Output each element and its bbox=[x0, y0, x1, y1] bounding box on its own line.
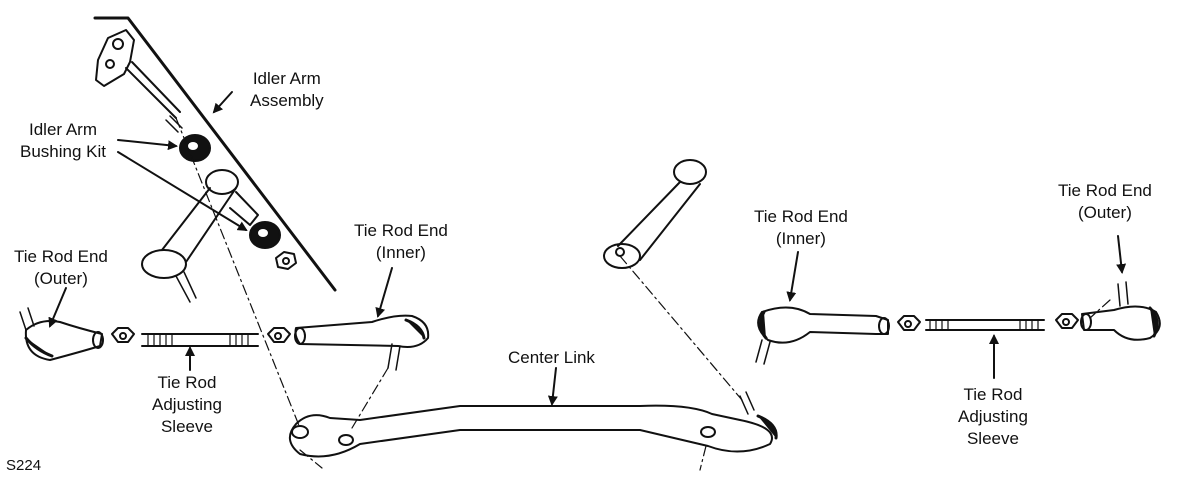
label-right-tie-rod-end-outer: Tie Rod End (Outer) bbox=[1058, 181, 1152, 222]
right-tie-rod-end-inner bbox=[755, 306, 890, 365]
label-center-link: Center Link bbox=[508, 348, 595, 367]
right-adjusting-sleeve bbox=[925, 319, 1045, 331]
left-jam-nut-inner bbox=[267, 327, 291, 343]
leader-arrows bbox=[48, 91, 1127, 406]
figure-id: S224 bbox=[6, 457, 42, 474]
idler-arm-bushing-lower bbox=[249, 221, 281, 249]
label-idler-arm-bushing-kit: Idler Arm Bushing Kit bbox=[20, 120, 106, 161]
idler-arm-body bbox=[141, 169, 259, 303]
left-tie-rod-end-inner bbox=[294, 314, 430, 371]
left-jam-nut-outer bbox=[111, 327, 135, 343]
idler-arm-mounting-bracket bbox=[95, 29, 183, 133]
center-link bbox=[289, 391, 778, 458]
label-idler-arm-assembly: Idler Arm Assembly bbox=[250, 69, 324, 110]
right-jam-nut-outer bbox=[1055, 313, 1079, 329]
right-jam-nut-inner bbox=[897, 315, 921, 331]
label-left-adjusting-sleeve: Tie Rod Adjusting Sleeve bbox=[152, 373, 222, 436]
label-right-tie-rod-end-inner: Tie Rod End (Inner) bbox=[754, 207, 848, 248]
alignment-lines bbox=[175, 117, 1111, 471]
idler-arm-assembly-bracket-line bbox=[93, 16, 337, 292]
left-tie-rod-end-outer bbox=[19, 307, 104, 361]
idler-arm-nut bbox=[275, 251, 297, 270]
label-left-tie-rod-end-inner: Tie Rod End (Inner) bbox=[354, 221, 448, 262]
left-adjusting-sleeve bbox=[141, 333, 259, 347]
right-tie-rod-end-outer bbox=[1080, 281, 1161, 341]
label-left-tie-rod-end-outer: Tie Rod End (Outer) bbox=[14, 247, 108, 288]
pitman-arm bbox=[603, 159, 707, 269]
idler-arm-bushing-upper bbox=[179, 134, 211, 162]
label-right-adjusting-sleeve: Tie Rod Adjusting Sleeve bbox=[958, 385, 1028, 448]
